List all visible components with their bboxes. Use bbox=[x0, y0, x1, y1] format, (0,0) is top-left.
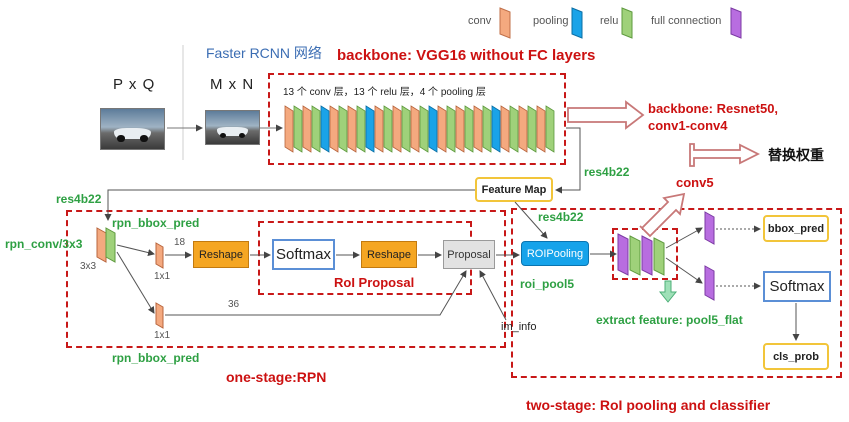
conv5-label: conv5 bbox=[676, 175, 714, 190]
channels-18-label: 18 bbox=[174, 237, 186, 248]
replace-weights-label: 替换权重 bbox=[768, 148, 824, 164]
rpn-conv-label: rpn_conv/3x3 bbox=[5, 237, 83, 251]
resized-size-label: M x N bbox=[210, 76, 255, 93]
one-stage-rpn-label: one-stage:RPN bbox=[226, 369, 327, 385]
roi-proposal-label: RoI Proposal bbox=[334, 275, 415, 290]
legend-fc-label: full connection bbox=[651, 15, 722, 27]
res4b22-left-label: res4b22 bbox=[56, 192, 102, 206]
faster-rcnn-title: Faster RCNN 网络 bbox=[206, 45, 322, 61]
kernel-1x1-b-label: 1x1 bbox=[154, 330, 171, 341]
res4b22-mid-label: res4b22 bbox=[538, 210, 584, 224]
rpn-bbox-pred-bottom-label: rpn_bbox_pred bbox=[112, 351, 200, 365]
kernel-1x1-a-label: 1x1 bbox=[154, 271, 171, 282]
feature-map-node: Feature Map bbox=[475, 177, 553, 202]
softmax-rpn-box: Softmax bbox=[272, 239, 335, 270]
legend-pooling-label: pooling bbox=[533, 15, 569, 27]
replace-weights-arrow bbox=[689, 143, 761, 167]
resized-image-thumbnail bbox=[205, 110, 260, 145]
reshape-2-box: Reshape bbox=[361, 241, 417, 268]
reshape-1-box: Reshape bbox=[193, 241, 249, 268]
input-size-label: P x Q bbox=[113, 76, 156, 93]
res4b22-right-label: res4b22 bbox=[584, 165, 630, 179]
legend-conv-label: conv bbox=[468, 15, 492, 27]
legend-fc-swatch bbox=[730, 7, 742, 39]
pool5-flat-region bbox=[612, 228, 678, 280]
legend-relu-label: relu bbox=[600, 15, 619, 27]
two-stage-label: two-stage: RoI pooling and classifier bbox=[526, 397, 771, 413]
roi-pool5-label: roi_pool5 bbox=[520, 277, 575, 291]
legend-pooling-swatch bbox=[571, 7, 583, 39]
im-info-label: im_info bbox=[501, 321, 537, 333]
resnet-hollow-arrow bbox=[567, 100, 645, 130]
backbone-vgg-label: backbone: VGG16 without FC layers bbox=[337, 47, 596, 64]
backbone-resnet-line1: backbone: Resnet50, bbox=[648, 101, 779, 116]
extract-feature-label: extract feature: pool5_flat bbox=[596, 313, 743, 327]
proposal-box: Proposal bbox=[443, 240, 495, 269]
conv-description: 13 个 conv 层，13 个 relu 层，4 个 pooling 层 bbox=[283, 87, 486, 98]
kernel-3x3-label: 3x3 bbox=[80, 261, 97, 272]
input-image-thumbnail bbox=[100, 108, 165, 150]
cls-prob-box: cls_prob bbox=[763, 343, 829, 370]
vgg-backbone-region bbox=[268, 73, 566, 165]
roipooling-box: ROIPooling bbox=[521, 241, 589, 266]
legend-conv-swatch bbox=[499, 7, 511, 39]
bbox-pred-box: bbox_pred bbox=[763, 215, 829, 242]
channels-36-label: 36 bbox=[228, 299, 240, 310]
softmax-cls-box: Softmax bbox=[763, 271, 831, 302]
rpn-bbox-pred-top-label: rpn_bbox_pred bbox=[112, 216, 200, 230]
legend-relu-swatch bbox=[621, 7, 633, 39]
backbone-resnet-line2: conv1-conv4 bbox=[648, 118, 728, 133]
